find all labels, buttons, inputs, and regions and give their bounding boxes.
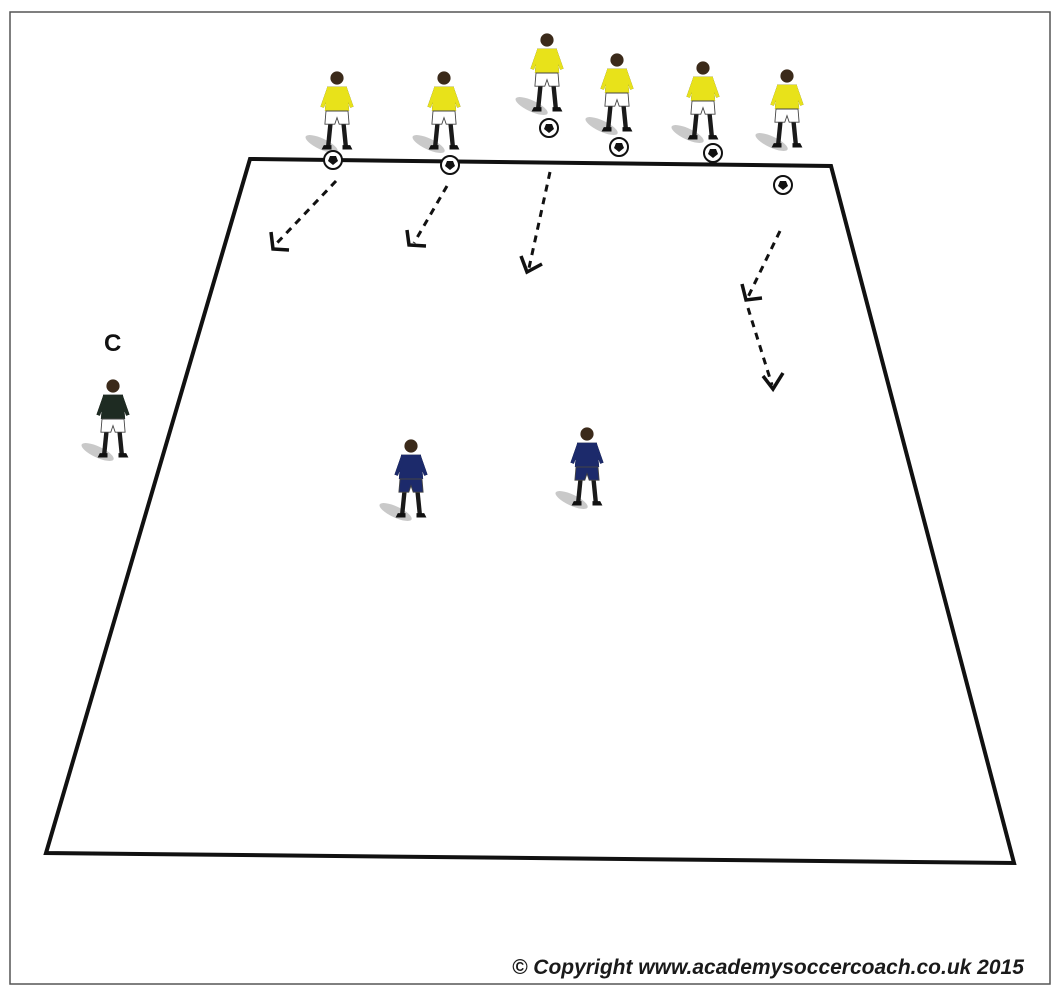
soccer-ball: [704, 144, 722, 162]
soccer-ball: [441, 156, 459, 174]
coach-player: [79, 379, 129, 464]
attacker-player: [303, 71, 353, 156]
soccer-ball: [774, 176, 792, 194]
coach-label: C: [104, 330, 121, 358]
soccer-ball: [540, 119, 558, 137]
attacker-player: [513, 33, 563, 118]
attacker-player: [753, 69, 803, 154]
soccer-ball: [610, 138, 628, 156]
coach-figure: [79, 379, 129, 464]
attacker-player: [583, 53, 633, 138]
copyright-text: © Copyright www.academysoccercoach.co.uk…: [512, 956, 1042, 980]
attacker-players: [303, 33, 803, 156]
attacker-player: [669, 61, 719, 146]
soccer-ball: [324, 151, 342, 169]
attacker-player: [410, 71, 460, 156]
